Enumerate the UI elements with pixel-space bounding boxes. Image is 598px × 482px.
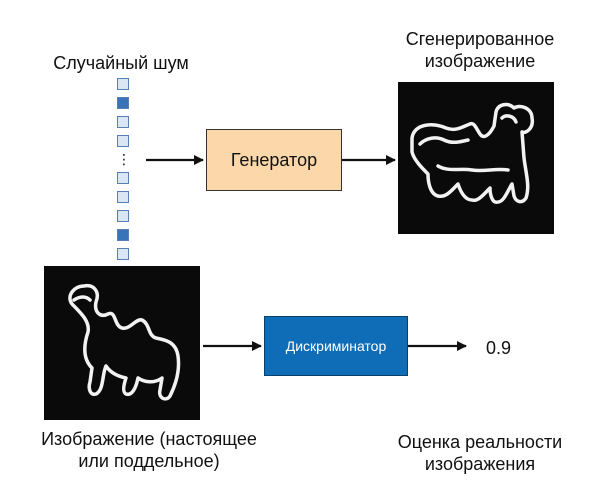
- noise-cell: [117, 248, 129, 260]
- output-label-line1: Оценка реальности: [397, 432, 563, 452]
- generated-image-label: Сгенерированное изображение: [360, 28, 598, 72]
- noise-cell: [117, 78, 129, 90]
- output-value: 0.9: [486, 338, 512, 358]
- discriminator-label: Дискриминатор: [285, 338, 387, 354]
- generated-image-label-line2: изображение: [424, 51, 536, 71]
- generator-box: Генератор: [206, 129, 342, 191]
- noise-cell: [117, 135, 129, 147]
- noise-ellipsis: ⋮: [117, 151, 131, 167]
- input-image-label-line2: или поддельное): [78, 451, 220, 471]
- noise-cell: [117, 210, 129, 222]
- noise-cell: [117, 116, 129, 128]
- output-label: Оценка реальности изображения: [360, 431, 598, 475]
- noise-label: Случайный шум: [53, 53, 189, 73]
- generator-label: Генератор: [230, 149, 318, 170]
- generated-image-label-line1: Сгенерированное: [405, 29, 555, 49]
- input-image: [44, 266, 200, 420]
- noise-cell: [117, 97, 129, 109]
- generated-image: [398, 82, 554, 234]
- noise-vector: ⋮: [117, 78, 131, 260]
- discriminator-box: Дискриминатор: [264, 316, 408, 376]
- camel-sketch-generated-icon: [410, 102, 535, 204]
- input-image-label: Изображение (настоящее или поддельное): [0, 428, 298, 472]
- output-label-line2: изображения: [424, 454, 536, 474]
- noise-cell: [117, 172, 129, 184]
- camel-sketch-input-icon: [68, 283, 181, 401]
- input-image-label-line1: Изображение (настоящее: [41, 429, 257, 449]
- noise-cell: [117, 229, 129, 241]
- noise-cell: [117, 191, 129, 203]
